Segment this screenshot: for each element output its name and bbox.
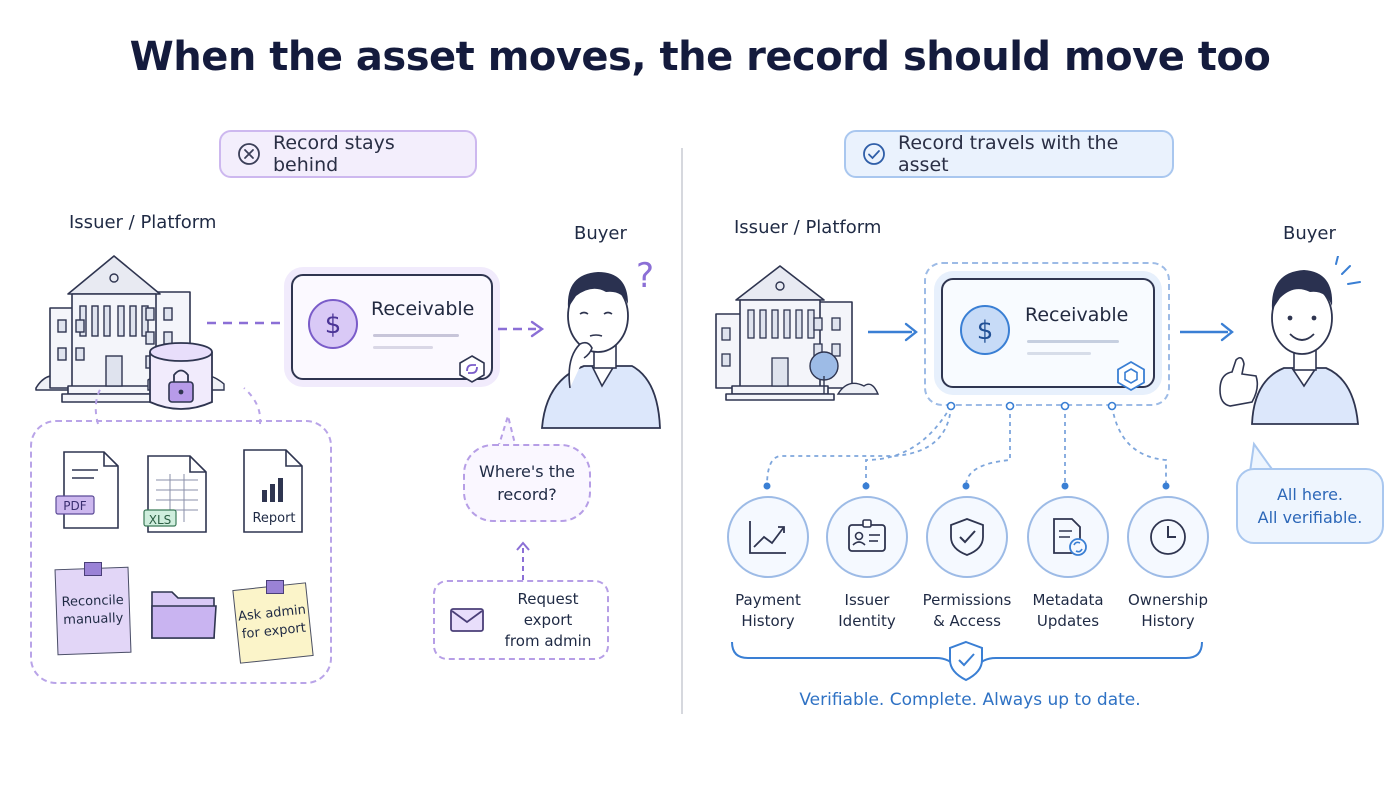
feature-label-line2: History <box>741 612 795 630</box>
hexagon-logo-icon <box>1117 360 1145 392</box>
left-receivable-card: $ Receivable <box>291 274 493 383</box>
feature-label-line2: Identity <box>838 612 896 630</box>
feature-label-line2: Updates <box>1036 612 1100 630</box>
card-line <box>373 334 459 337</box>
database-lock-icon <box>149 342 213 410</box>
note-tape <box>266 580 284 594</box>
right-arrow-1 <box>868 322 918 342</box>
feature-label-line1: Ownership <box>1128 591 1208 609</box>
reconcile-note: Reconcile manually <box>54 566 132 656</box>
summary-brace <box>731 640 1203 682</box>
card-line <box>1027 352 1091 355</box>
bubble-right-line1: All here. <box>1276 485 1344 504</box>
svg-text:$: $ <box>977 316 994 346</box>
footer-tagline: Verifiable. Complete. Always up to date. <box>799 690 1141 710</box>
feature-label-line2: & Access <box>933 612 1001 630</box>
scattered-records-box <box>30 420 332 684</box>
clock-icon <box>1150 519 1186 555</box>
reconcile-line2: manually <box>63 610 124 629</box>
right-card-title: Receivable <box>1025 304 1129 326</box>
pdf-label: PDF <box>63 499 87 513</box>
left-dashed-line-1 <box>207 321 291 325</box>
feature-circle <box>1027 496 1109 578</box>
reconcile-line1: Reconcile <box>61 592 124 611</box>
request-export-box: Request export from admin <box>433 580 609 660</box>
pdf-document-icon <box>55 451 119 529</box>
envelope-icon <box>450 608 484 632</box>
right-receivable-card: $ Receivable <box>941 278 1155 392</box>
feature-circle <box>1127 496 1209 578</box>
card-line <box>1027 340 1119 343</box>
folder-icon <box>151 591 217 639</box>
page-title: When the asset moves, the record should … <box>129 34 1271 80</box>
left-dashed-arrow-2 <box>498 320 545 338</box>
pill-left-label: Record stays behind <box>273 132 395 176</box>
feature-ownership-history: Ownership History <box>1127 496 1209 632</box>
feature-issuer-identity: Issuer Identity <box>826 496 908 632</box>
feature-label-line2: History <box>1141 612 1195 630</box>
card-envelope-frame <box>924 262 1170 406</box>
pill-record-stays-behind: Record stays behind <box>219 130 477 178</box>
left-issuer-label: Issuer / Platform <box>69 212 217 233</box>
shield-check-icon <box>950 518 984 556</box>
ask-admin-note: Ask admin for export <box>232 582 314 664</box>
dollar-coin-icon: $ <box>308 299 358 349</box>
hexagon-logo-icon <box>459 355 485 383</box>
export-line1: Request export <box>517 589 579 629</box>
where-record-bubble: Where's the record? <box>463 444 591 522</box>
feature-circle <box>926 496 1008 578</box>
bubble-right-line2: All verifiable. <box>1257 508 1363 527</box>
feature-circle <box>727 496 809 578</box>
happy-buyer-icon <box>1219 256 1361 425</box>
xls-document-icon <box>143 455 207 533</box>
feature-circle <box>826 496 908 578</box>
chart-icon <box>749 521 786 554</box>
feature-label-line1: Permissions <box>922 591 1012 609</box>
feature-label-line1: Payment <box>735 591 801 609</box>
feature-connectors <box>763 401 1170 490</box>
left-card-title: Receivable <box>371 298 475 320</box>
export-up-arrow <box>516 541 530 580</box>
card-line <box>373 346 433 349</box>
bubble-tail <box>1249 441 1275 473</box>
id-card-icon <box>848 519 886 552</box>
report-label: Report <box>252 511 296 526</box>
export-line2: from admin <box>504 631 592 650</box>
all-here-bubble: All here. All verifiable. <box>1236 468 1384 544</box>
bubble-left-line1: Where's the <box>479 462 575 481</box>
right-buyer-label: Buyer <box>1283 223 1336 244</box>
pill-record-travels: Record travels with the asset <box>844 130 1174 178</box>
xls-label: XLS <box>148 513 172 527</box>
right-building-icon <box>715 265 880 401</box>
feature-label-line1: Issuer <box>844 591 890 609</box>
feature-label-line1: Metadata <box>1032 591 1104 609</box>
pill-right-label: Record travels with the asset <box>898 132 1119 176</box>
right-issuer-label: Issuer / Platform <box>734 217 882 238</box>
bubble-left-line2: record? <box>497 485 557 504</box>
dollar-coin-icon: $ <box>960 305 1010 355</box>
report-document-icon <box>243 449 303 533</box>
center-divider <box>681 148 683 714</box>
svg-text:$: $ <box>325 310 342 340</box>
feature-payment-history: Payment History <box>727 496 809 632</box>
document-refresh-icon <box>1053 518 1087 556</box>
x-circle-icon <box>238 143 260 165</box>
right-arrow-2 <box>1180 322 1234 342</box>
feature-permissions-access: Permissions & Access <box>923 496 1011 632</box>
note-tape <box>84 562 102 576</box>
confused-buyer-icon <box>541 272 661 429</box>
check-circle-icon <box>863 143 885 165</box>
question-mark-icon: ? <box>636 256 655 296</box>
feature-metadata-updates: Metadata Updates <box>1027 496 1109 632</box>
left-buyer-label: Buyer <box>574 223 627 244</box>
bubble-tail <box>497 412 517 449</box>
